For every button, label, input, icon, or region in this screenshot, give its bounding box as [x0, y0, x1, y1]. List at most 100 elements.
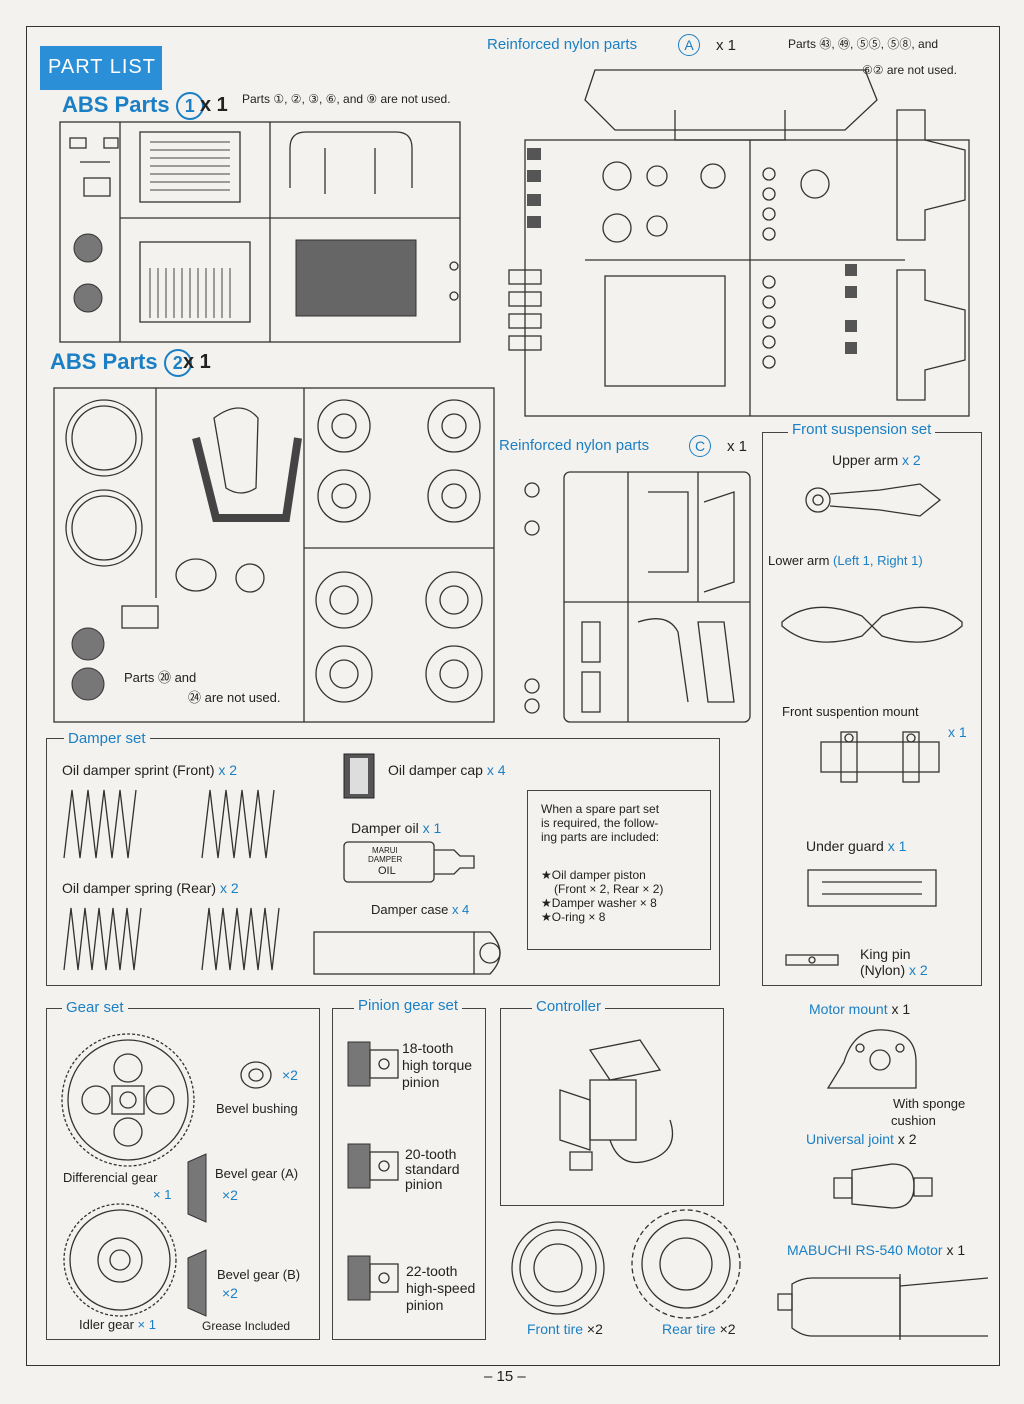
differential-gear-qty: × 1 — [153, 1187, 172, 1202]
universal-joint-text: Universal joint — [806, 1131, 894, 1147]
mabuchi-motor-qty: x 1 — [946, 1242, 966, 1258]
abs2-title: ABS Parts 2 — [50, 349, 192, 377]
motor-mount-label: Motor mount x 1 — [809, 1001, 910, 1017]
idler-gear-text: Idler gear — [79, 1317, 134, 1332]
damper-oil-label: Damper oil x 1 — [351, 820, 441, 836]
upper-arm-label: Upper arm x 2 — [832, 452, 921, 468]
controller-box — [500, 1008, 724, 1206]
nylon-a-note-line2: ⑥② are not used. — [862, 63, 957, 77]
abs2-sprue-drawing — [53, 387, 495, 723]
king-pin-qty: x 2 — [909, 962, 928, 978]
gear-set-title: Gear set — [62, 999, 128, 1016]
nylon-c-qty: x 1 — [727, 438, 748, 455]
king-pin-detail-text: (Nylon) — [860, 962, 906, 978]
front-springs-drawing — [63, 789, 275, 859]
damper-set-title: Damper set — [64, 730, 150, 747]
bevel-gear-a-qty: ×2 — [222, 1187, 238, 1203]
abs2-title-text: ABS Parts — [50, 349, 158, 374]
front-suspension-title: Front suspension set — [788, 421, 936, 438]
front-tire-label: Front tire ×2 — [527, 1321, 603, 1337]
spare-note-line4: ★Oil damper piston — [541, 868, 646, 882]
nylon-a-title: Reinforced nylon parts — [487, 36, 638, 53]
idler-gear-qty: × 1 — [137, 1317, 156, 1332]
under-guard-label: Under guard x 1 — [806, 838, 906, 854]
idler-gear-label: Idler gear × 1 — [79, 1317, 156, 1333]
spare-note-line1: When a spare part set — [541, 802, 660, 816]
abs2-note-line2: ㉔ are not used. — [188, 690, 281, 705]
pinion-22-line1: 22-tooth — [406, 1263, 458, 1279]
spare-note-line3: ing parts are included: — [541, 830, 660, 844]
abs1-title-text: ABS Parts — [62, 92, 170, 117]
mabuchi-motor-drawing — [777, 1274, 989, 1340]
spare-parts-note-box — [527, 790, 711, 950]
rear-spring-qty: x 2 — [219, 880, 239, 896]
bevel-gear-a-label: Bevel gear (A) — [215, 1166, 299, 1181]
page-frame — [26, 26, 1000, 1366]
rear-springs-drawing — [63, 907, 280, 971]
abs2-qty: x 1 — [183, 351, 211, 373]
gear-set-box — [46, 1008, 320, 1340]
nylon-a-qty: x 1 — [716, 37, 737, 54]
damper-case-text: Damper case — [371, 902, 449, 917]
nylon-a-sprue-drawing — [508, 69, 970, 417]
abs2-number-circle: 2 — [163, 349, 192, 377]
pinion-20-line3: pinion — [405, 1176, 443, 1192]
lower-arm-drawing — [781, 606, 963, 643]
pinion-gear-set-title: Pinion gear set — [354, 997, 463, 1014]
motor-mount-text: Motor mount — [809, 1001, 888, 1017]
rear-tire-text: Rear tire — [662, 1321, 716, 1337]
abs1-number-circle: 1 — [175, 92, 204, 120]
rear-tire-drawing — [631, 1209, 741, 1319]
under-guard-text: Under guard — [806, 838, 884, 854]
pinion-22-drawing — [347, 1255, 399, 1301]
pinion-20-drawing — [347, 1143, 399, 1189]
upper-arm-text: Upper arm — [832, 452, 899, 468]
front-tire-text: Front tire — [527, 1321, 584, 1337]
lower-arm-detail: (Left 1, Right 1) — [833, 553, 923, 568]
bottle-label-line2: DAMPER — [368, 855, 403, 864]
pinion-18-line1: 18-tooth — [402, 1040, 454, 1056]
universal-joint-qty: x 2 — [897, 1131, 917, 1147]
abs1-title: ABS Parts 1 — [62, 92, 204, 120]
abs2-note-line1: Parts ⑳ and — [124, 670, 197, 685]
differential-gear-label: Differencial gear — [63, 1170, 158, 1185]
oil-damper-cap-label: Oil damper cap x 4 — [388, 762, 506, 778]
nylon-c-sprue-drawing — [524, 471, 751, 723]
motor-mount-qty: x 1 — [891, 1001, 911, 1017]
damper-case-label: Damper case x 4 — [371, 902, 469, 918]
king-pin-drawing — [785, 954, 839, 966]
damper-oil-text: Damper oil — [351, 820, 419, 836]
king-pin-detail: (Nylon) x 2 — [860, 962, 928, 978]
pinion-18-line2: high torque — [402, 1057, 473, 1073]
king-pin-label: King pin — [860, 946, 911, 962]
pinion-18-line3: pinion — [402, 1074, 440, 1090]
damper-set-box — [46, 738, 720, 986]
front-tire-qty: ×2 — [586, 1321, 603, 1337]
controller-title: Controller — [532, 998, 606, 1015]
damper-case-drawing — [313, 931, 501, 975]
mabuchi-motor-text: MABUCHI RS-540 Motor — [787, 1242, 943, 1258]
front-tire-drawing — [511, 1221, 605, 1315]
universal-joint-drawing — [833, 1163, 933, 1209]
front-suspension-mount-qty: x 1 — [948, 724, 967, 740]
grease-included-label: Grease Included — [202, 1319, 291, 1333]
part-list-banner — [40, 46, 162, 90]
mabuchi-motor-label: MABUCHI RS-540 Motor x 1 — [787, 1242, 965, 1258]
under-guard-drawing — [807, 869, 937, 907]
spare-note-line5: (Front × 2, Rear × 2) — [554, 882, 664, 896]
bottle-label-line1: MARUI — [372, 846, 398, 855]
page-number: – 15 – — [484, 1368, 526, 1385]
nylon-c-letter: C — [689, 435, 711, 457]
lower-arm-label: Lower arm (Left 1, Right 1) — [768, 553, 923, 569]
part-list-title: PART LIST — [48, 56, 156, 78]
idler-gear-drawing — [63, 1203, 177, 1317]
front-spring-label: Oil damper sprint (Front) x 2 — [62, 762, 237, 778]
pinion-22-line3: pinion — [406, 1297, 444, 1313]
abs1-note: Parts ①, ②, ③, ⑥, and ⑨ are not used. — [242, 92, 451, 106]
nylon-c-title: Reinforced nylon parts — [499, 437, 650, 454]
pinion-20-line2: standard — [405, 1161, 460, 1177]
differential-gear-drawing — [61, 1033, 195, 1167]
motor-mount-drawing — [826, 1029, 917, 1089]
damper-oil-qty: x 1 — [422, 820, 442, 836]
spare-note-line2: is required, the follow- — [541, 816, 659, 830]
